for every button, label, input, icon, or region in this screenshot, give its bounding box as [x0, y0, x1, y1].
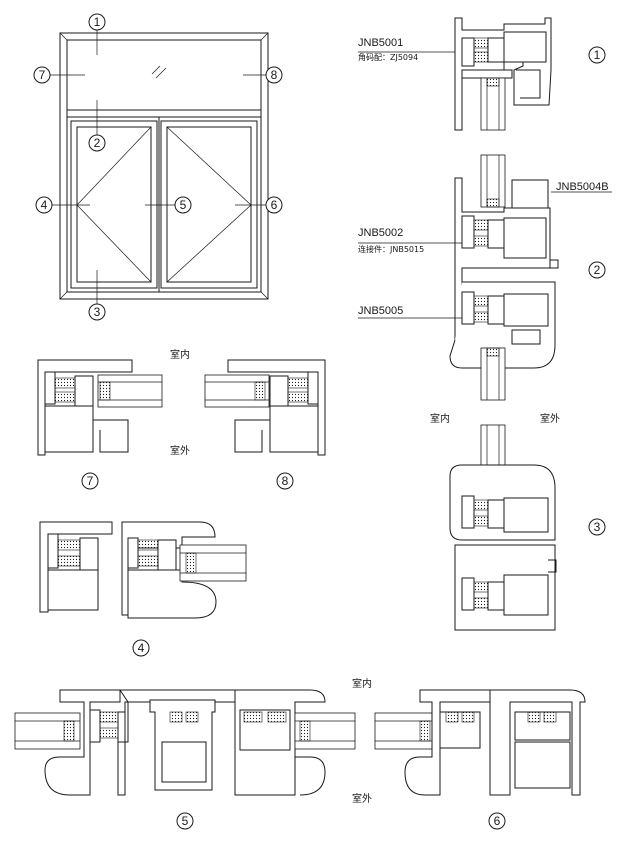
svg-text:8: 8: [271, 68, 278, 82]
label-jnb5002-sub: 连接件：JNB5015: [358, 244, 424, 254]
svg-text:5: 5: [180, 198, 187, 212]
marker-6-section: 6: [488, 812, 506, 830]
section-8: [204, 359, 326, 456]
section-2-transom-sash: [449, 154, 559, 401]
svg-text:1: 1: [94, 15, 101, 29]
indoor-label-7-8: 室内: [170, 348, 190, 361]
glass-unit-4: [179, 544, 247, 582]
label-jnb5004b: JNB5004B: [556, 181, 609, 193]
marker-4-elevation: 4: [35, 196, 53, 214]
svg-text:2: 2: [594, 263, 601, 277]
marker-8-elevation: 8: [265, 66, 283, 84]
marker-5-section: 5: [176, 812, 194, 830]
svg-text:6: 6: [494, 814, 501, 828]
svg-text:3: 3: [94, 305, 101, 319]
label-jnb5005: JNB5005: [358, 305, 403, 317]
marker-6-elevation: 6: [265, 196, 283, 214]
svg-text:1: 1: [594, 48, 601, 62]
svg-text:2: 2: [94, 136, 101, 150]
section-6: [374, 689, 586, 796]
label-leaders: [358, 51, 612, 319]
marker-7-elevation: 7: [33, 66, 51, 84]
glass-unit-7: [97, 374, 163, 408]
marker-3-section: 3: [588, 518, 606, 536]
outdoor-label-2-3: 室外: [540, 412, 560, 425]
svg-text:8: 8: [282, 474, 289, 488]
glass-unit-top: [480, 77, 506, 131]
indoor-label-2-3: 室内: [430, 412, 450, 425]
glass-unit-5-left: [14, 712, 81, 750]
label-jnb5001-sub: 角码配：ZJ5094: [358, 52, 418, 62]
glass-unit-lower: [480, 347, 506, 401]
glass-unit-5-right: [294, 712, 356, 750]
section-4: [39, 521, 247, 619]
svg-text:4: 4: [138, 641, 145, 655]
marker-1-elevation: 1: [88, 13, 106, 31]
marker-2-section: 2: [588, 261, 606, 279]
section-3-bottom-frame: [449, 424, 557, 631]
section-7: [37, 359, 163, 456]
indoor-label-5-6: 室内: [352, 677, 372, 690]
label-jnb5002: JNB5002: [358, 227, 403, 239]
svg-text:5: 5: [182, 814, 189, 828]
marker-4-section: 4: [132, 639, 150, 657]
marker-2-elevation: 2: [88, 134, 106, 152]
section-5: [14, 689, 356, 796]
svg-text:7: 7: [39, 68, 46, 82]
outdoor-label-5-6: 室外: [352, 792, 372, 805]
marker-3-elevation: 3: [88, 303, 106, 321]
svg-text:6: 6: [271, 198, 278, 212]
marker-8-section: 8: [276, 472, 294, 490]
marker-5-elevation: 5: [174, 196, 192, 214]
section-1-top-frame: [454, 17, 552, 131]
glass-unit-upper: [480, 154, 506, 208]
window-elevation: [50, 30, 269, 305]
svg-text:3: 3: [594, 520, 601, 534]
svg-text:4: 4: [41, 198, 48, 212]
glass-unit-8: [204, 374, 270, 408]
glass-unit-6: [374, 712, 436, 750]
thermal-break-pair: [473, 37, 489, 63]
label-jnb5001: JNB5001: [358, 37, 403, 49]
outdoor-label-7-8: 室外: [170, 444, 190, 457]
marker-7-section: 7: [81, 472, 99, 490]
svg-text:7: 7: [87, 474, 94, 488]
marker-1-section: 1: [588, 46, 606, 64]
